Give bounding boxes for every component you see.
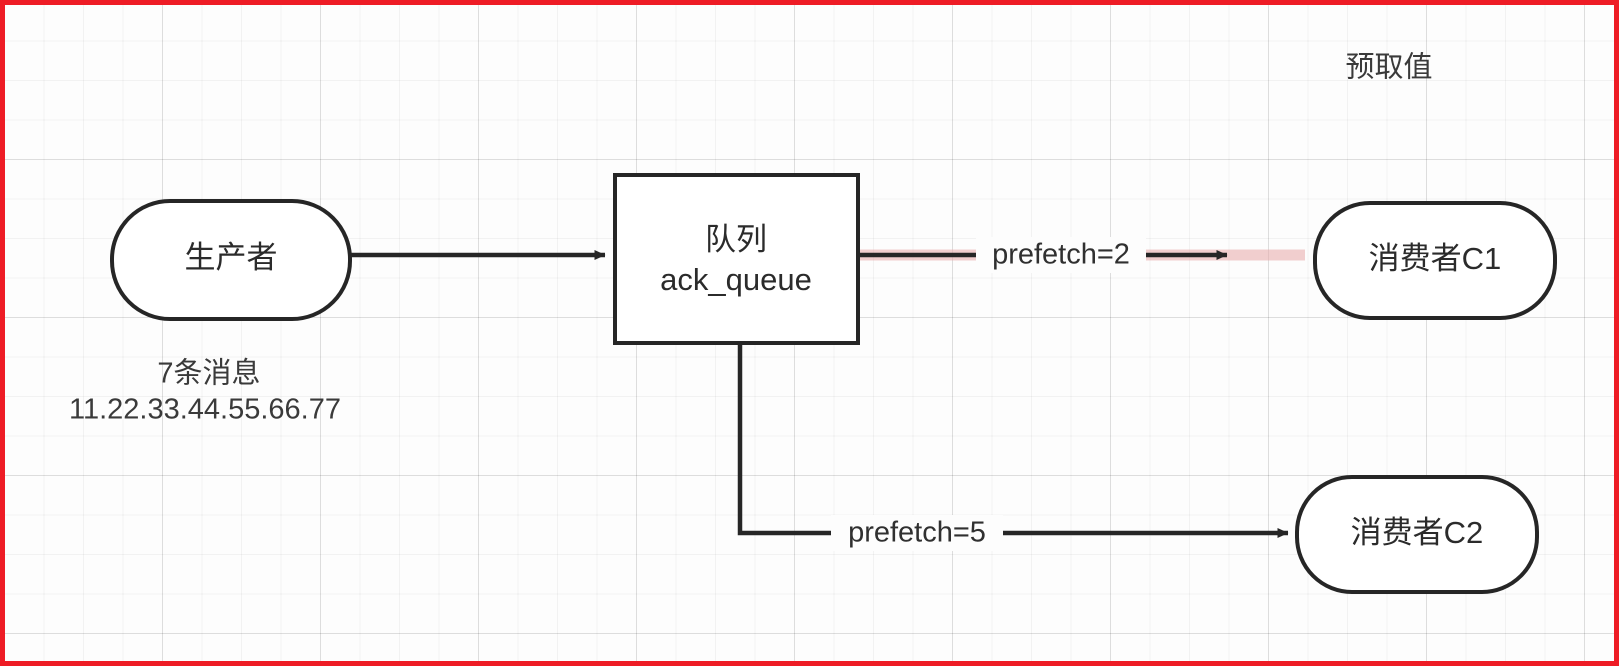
edge-queue-to-c1-label-bg [976,237,1146,273]
node-consumer-c1[interactable]: 消费者C1 [1313,201,1557,320]
node-producer[interactable]: 生产者 [110,199,352,321]
edge-queue-to-c2-line [737,343,1289,538]
edge-queue-to-c1-label: prefetch=2 [992,239,1130,271]
producer-note-line1: 7条消息 [157,357,260,390]
diagram-svg: prefetch=2 prefetch=5 生产者 队列 ack_queue 消… [69,51,1557,594]
node-consumer-c1-label: 消费者C1 [1369,241,1502,276]
node-consumer-c2-label: 消费者C2 [1351,515,1484,550]
node-producer-shape [110,199,352,321]
node-consumer-c2-shape [1295,475,1539,594]
edge-queue-to-c1[interactable]: prefetch=2 [858,237,1305,273]
prefetch-title-label: 预取值 [1345,51,1432,84]
edge-queue-to-c2[interactable]: prefetch=5 [737,343,1289,551]
node-consumer-c1-shape [1313,201,1557,320]
edge-queue-to-c2-label-bg [831,515,1003,551]
node-consumer-c2[interactable]: 消费者C2 [1295,475,1539,594]
node-queue-sublabel: ack_queue [660,262,812,297]
node-queue[interactable]: 队列 ack_queue [613,173,860,345]
node-queue-label: 队列 [705,222,767,257]
edge-queue-to-c2-label: prefetch=5 [848,517,986,549]
producer-note-line2: 11.22.33.44.55.66.77 [69,394,341,426]
node-queue-shape [613,173,860,345]
node-producer-label: 生产者 [185,240,278,275]
